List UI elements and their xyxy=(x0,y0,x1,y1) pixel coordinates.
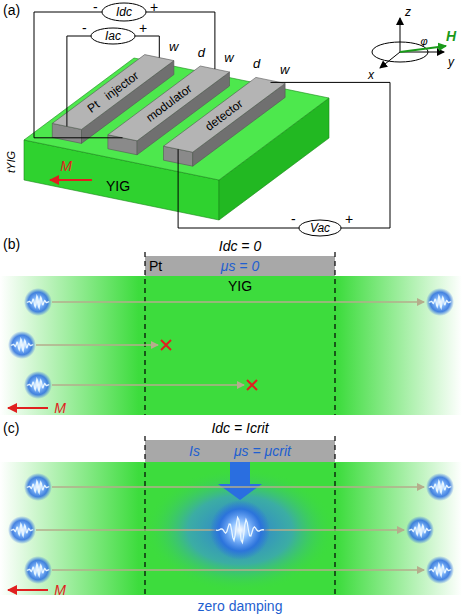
magnetization-label: M xyxy=(54,400,66,416)
propagation-arrow xyxy=(52,486,424,488)
source-label: Vac xyxy=(310,220,330,236)
polarity-sign: - xyxy=(93,0,98,15)
spin-current-arrow xyxy=(218,462,262,500)
material-label: Pt xyxy=(149,256,162,276)
polarity-sign: + xyxy=(345,211,353,227)
material-label: YIG xyxy=(228,278,252,294)
magnon-packet xyxy=(24,556,52,584)
magnon-packet xyxy=(8,331,36,359)
magnon-packet xyxy=(8,516,36,544)
axis-label: x xyxy=(368,67,374,83)
dimension-label: w xyxy=(280,62,289,78)
yig-ground xyxy=(0,276,462,415)
source-label: Idc xyxy=(116,4,132,20)
material-label: YIG xyxy=(106,178,130,194)
source-symbol xyxy=(102,3,146,21)
magnon-packet xyxy=(426,556,454,584)
condition-label: Idc = 0 xyxy=(219,238,261,254)
dc-wire xyxy=(34,12,215,138)
yig-ground xyxy=(0,462,462,595)
magnon-packet xyxy=(24,288,52,316)
source-symbol xyxy=(91,28,135,44)
detector-wire xyxy=(178,82,390,228)
propagation-arrow xyxy=(52,301,424,303)
pt-bar: Pt μs = 0 xyxy=(145,256,335,276)
condition-label: Idc = Icrit xyxy=(211,420,268,436)
panel-label: (c) xyxy=(3,420,19,436)
chemical-potential-label: μs = 0 xyxy=(221,258,259,274)
magnetization-arrow xyxy=(8,407,48,409)
source-label: Iac xyxy=(105,28,121,44)
polarity-sign: + xyxy=(139,20,147,36)
pt-bar: Is μs = μcrit xyxy=(145,440,335,462)
panel-label: (a) xyxy=(3,2,20,18)
axis-label: z xyxy=(405,4,411,20)
blocked-mark xyxy=(247,380,257,390)
dimension-label: d xyxy=(198,45,205,61)
panel-label: (b) xyxy=(3,236,20,252)
pt-bar xyxy=(145,256,335,276)
polarity-sign: - xyxy=(291,211,296,227)
magnon-packet xyxy=(426,473,454,501)
dashed-boundary xyxy=(334,252,335,415)
magnon-packet xyxy=(406,516,434,544)
dimension-label: tYIG xyxy=(3,151,19,173)
pt-bar xyxy=(145,440,335,462)
chemical-potential-label: μs = μcrit xyxy=(234,443,291,459)
axis-label: y xyxy=(448,54,454,70)
polarity-sign: - xyxy=(82,20,87,36)
z-axis xyxy=(400,18,401,52)
dimension-label: w xyxy=(224,50,233,66)
magnon-packet xyxy=(24,473,52,501)
x-axis xyxy=(380,52,400,68)
propagation-arrow xyxy=(52,384,244,386)
yig-region: YIG xyxy=(145,276,335,415)
dashed-boundary xyxy=(334,436,335,595)
propagation-arrow xyxy=(36,344,158,346)
magnetization-arrow xyxy=(50,179,92,181)
magnetization-arrow xyxy=(8,589,48,591)
propagation-arrow xyxy=(52,569,424,571)
dimension-label: w xyxy=(169,39,178,55)
source-symbol xyxy=(299,220,341,236)
magnon-packet xyxy=(426,288,454,316)
note-label: zero damping xyxy=(198,598,283,614)
dashed-boundary xyxy=(144,436,145,595)
polarity-sign: + xyxy=(150,0,158,15)
blocked-mark xyxy=(161,340,171,350)
angle-label: φ xyxy=(420,33,427,49)
magnetization-label: M xyxy=(60,158,72,174)
magnon-packet xyxy=(24,371,52,399)
dimension-label: d xyxy=(253,56,260,72)
field-label: H xyxy=(446,28,456,44)
dashed-boundary xyxy=(144,252,145,415)
magnetization-label: M xyxy=(54,582,66,598)
spin-current-label: Is xyxy=(189,443,200,459)
magnon-packet xyxy=(210,500,270,560)
